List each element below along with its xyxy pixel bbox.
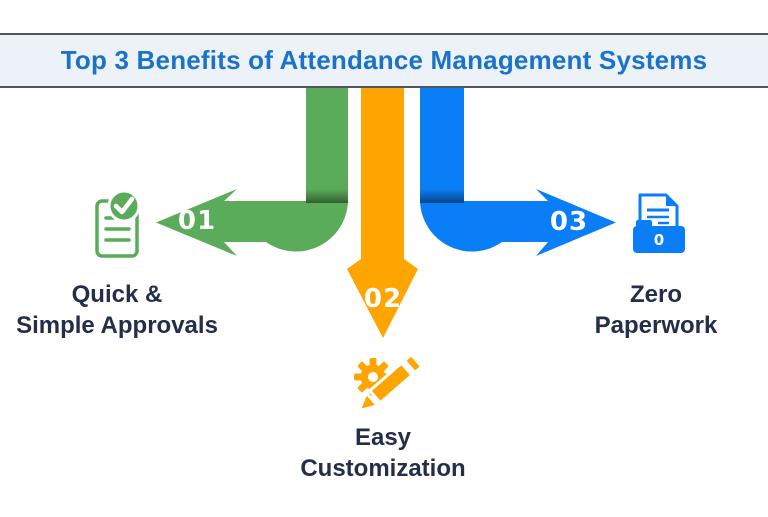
- benefit-label-zero-paperwork: Zero Paperwork: [536, 279, 768, 341]
- benefit-label-line1: Easy: [354, 424, 412, 451]
- benefit-label-line1: Quick &: [71, 281, 163, 308]
- benefit-label-quick-simple-approvals: Quick & Simple Approvals: [0, 279, 237, 341]
- blue-ribbon-arrow-right: [420, 88, 616, 256]
- benefit-label-easy-customization: Easy Customization: [263, 422, 503, 484]
- green-ribbon-arrow-left: [156, 88, 348, 256]
- zero-count-badge: 0: [653, 231, 665, 249]
- approved-document-icon: [95, 189, 141, 258]
- header-banner: Top 3 Benefits of Attendance Management …: [0, 33, 768, 88]
- benefit-label-line2: Simple Approvals: [16, 312, 218, 339]
- benefit-label-line2: Paperwork: [594, 312, 718, 339]
- step-number-01: 01: [177, 206, 217, 236]
- page-title: Top 3 Benefits of Attendance Management …: [60, 45, 708, 75]
- gear-pencil-icon: [354, 354, 423, 413]
- benefit-label-line1: Zero: [629, 281, 682, 308]
- step-number-03: 03: [549, 207, 589, 237]
- orange-ribbon-arrow-down: [347, 88, 418, 338]
- benefit-label-line2: Customization: [300, 455, 466, 482]
- step-number-02: 02: [363, 284, 403, 314]
- zero-paperwork-file-icon: [633, 193, 685, 253]
